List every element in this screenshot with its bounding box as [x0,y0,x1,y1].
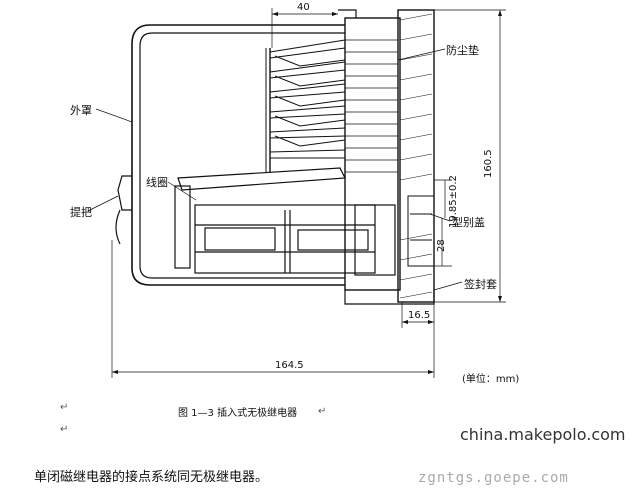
body-text: 单闭磁继电器的接点系统同无极继电器。 [34,470,269,485]
top-tab [338,9,357,18]
figure-caption: 图 1—3 插入式无极继电器 [178,408,298,419]
label-model-cover: 型别盖 [452,216,485,229]
dim-bottom-total: 164.5 [275,360,304,371]
unit-note: (单位：mm) [462,374,520,385]
paragraph-mark: ↵ [318,406,327,417]
dim-top-width: 40 [297,2,310,13]
terminal-pins [345,39,398,173]
label-seal-sleeve: 签封套 [464,278,497,291]
leader-lines [87,48,463,291]
model-cover-shape [407,195,435,267]
label-handle: 提把 [70,206,92,219]
dim-bottom-small: 16.5 [408,310,431,321]
watermark-makepolo: china.makepolo.com [460,425,626,444]
handle-shape [115,175,132,245]
watermark-goepe: zgntgs.goepe.com [418,470,569,486]
base-plate [344,17,401,291]
dim-offset-b: 28 [436,239,447,252]
paragraph-mark: ↵ [60,424,69,435]
bottom-step [344,290,435,305]
outer-cover-shape [131,24,345,286]
dimension-lines [111,8,506,378]
contact-springs [265,39,346,172]
dim-offset-a: 19.85±0.2 [448,175,459,228]
paragraph-mark: ↵ [60,402,69,413]
label-outer-cover: 外罩 [70,104,92,117]
outer-cover-inner [139,32,345,279]
label-dust-pad: 防尘垫 [446,44,479,57]
flange [397,9,435,303]
dimension-arrows [112,10,502,374]
coil-assembly [174,167,396,276]
label-coil: 线圈 [146,176,168,189]
flange-hatch [399,13,433,299]
dim-height-total: 160.5 [483,149,494,178]
